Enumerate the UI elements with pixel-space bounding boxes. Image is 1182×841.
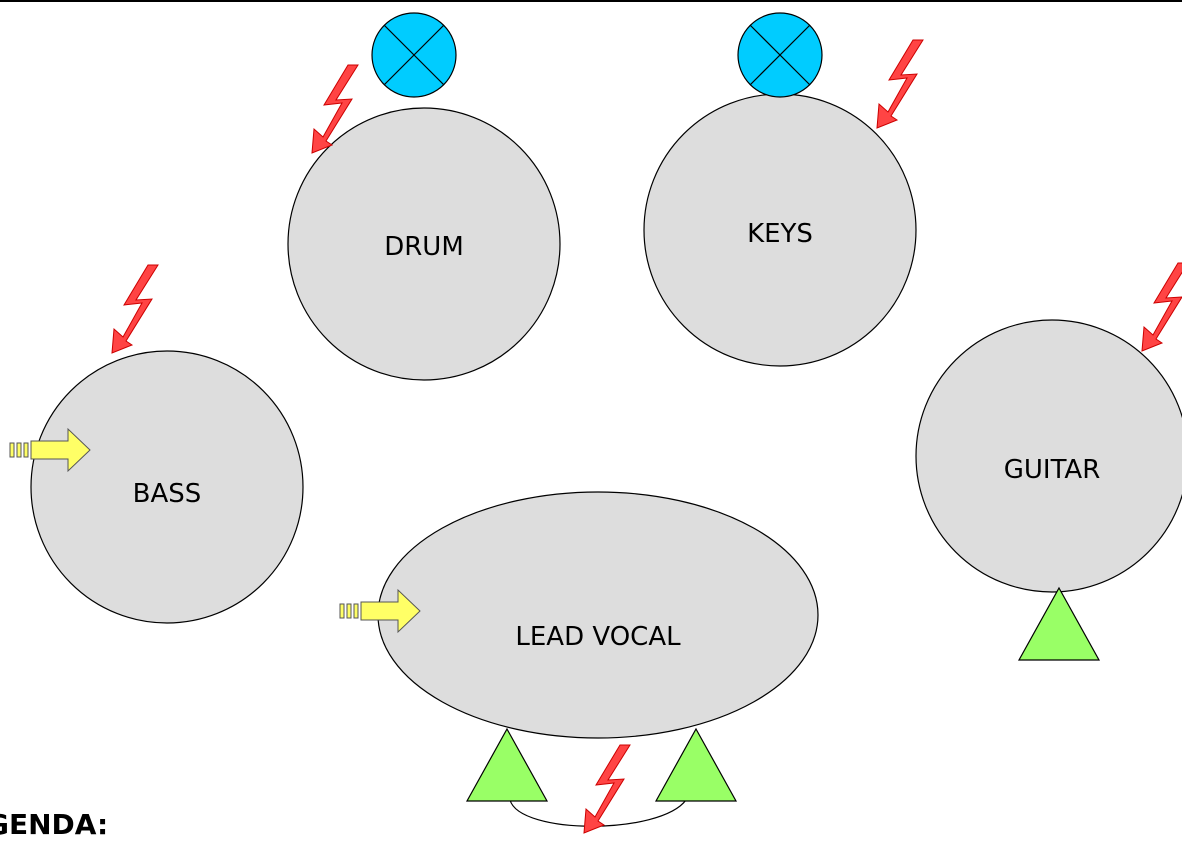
keys-power-icon (876, 39, 924, 129)
guitar-label: GUITAR (1004, 455, 1101, 485)
guitar-power-icon (1141, 262, 1182, 352)
keys-label: KEYS (747, 219, 813, 249)
legend-heading: GENDA: (0, 808, 109, 841)
bass-power-icon (111, 264, 159, 354)
guitar-position (915, 319, 1182, 593)
lead-vocal-label: LEAD VOCAL (515, 622, 681, 652)
drum-position (287, 107, 561, 381)
lead-vocal-monitor-left-icon (466, 728, 548, 802)
drum-light-icon (371, 12, 457, 98)
bass-label: BASS (133, 479, 202, 509)
top-rule (0, 0, 1182, 2)
lead-vocal-monitor-right-icon (655, 728, 737, 802)
drum-label: DRUM (384, 232, 464, 262)
keys-light-icon (737, 12, 823, 98)
lead-vocal-power-icon (583, 744, 631, 834)
lead-vocal-position (377, 491, 819, 739)
bass-position (30, 350, 304, 624)
guitar-monitor-icon (1018, 587, 1100, 661)
